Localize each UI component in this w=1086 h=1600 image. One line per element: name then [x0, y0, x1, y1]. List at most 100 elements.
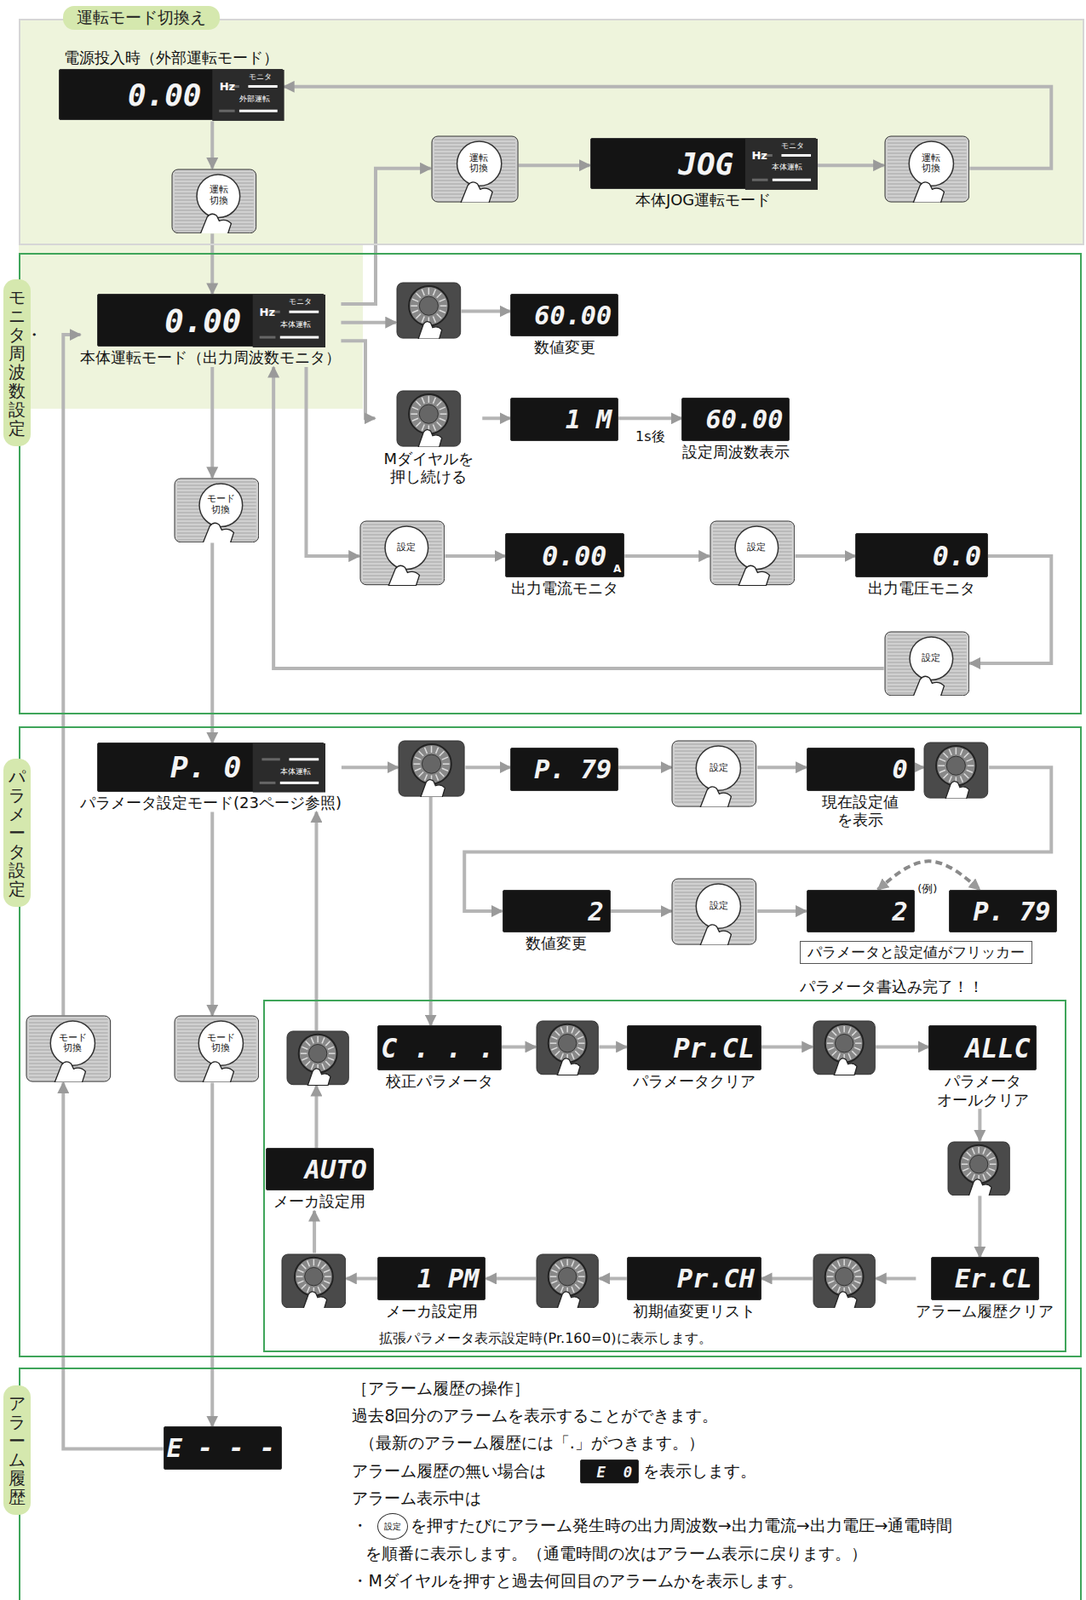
note-text: アラーム履歴の無い場合は [351, 1460, 546, 1483]
indicator-panel [252, 294, 327, 348]
caption: パラメータ設定モード(23ページ参照) [80, 793, 342, 813]
lcd-display: 0.00A出力電流モニタ [505, 533, 625, 579]
mode-section: パラメータ設定P. 0本体運転パラメータ設定モード(23ページ参照)P. 79設… [18, 726, 1083, 1358]
lcd-display: 0.00Hzモニタ本体運転本体運転モード（出力周波数モニタ） [97, 293, 325, 347]
indicator-label: 外部運転 [239, 93, 271, 105]
lcd-readout: 0.0 [932, 534, 982, 580]
key-button: 設定 [671, 740, 758, 808]
mode-section: アラーム履歴E - - -E 0設定 [18, 1367, 1083, 1600]
key-illustration [672, 879, 757, 946]
flow-arrow [624, 554, 709, 558]
key-button: 設定 [671, 878, 758, 946]
flow-arrow [875, 1045, 929, 1049]
key-label: 運転 切換 [467, 153, 490, 175]
indicator-label: モニタ [288, 296, 312, 308]
key-button: 運転 切換 [171, 168, 258, 235]
key-illustration [431, 136, 518, 203]
flow-arrow [210, 120, 214, 168]
lcd-display: P. 79 [948, 890, 1058, 933]
key-illustration [672, 741, 757, 808]
lcd-readout: 0.00 [541, 534, 607, 580]
dial-illustration [287, 1031, 349, 1086]
lcd-readout: ALLC [965, 1026, 1030, 1072]
note-text: ・Mダイヤルを押すと過去何回目のアラームかを表示します。 [351, 1570, 803, 1593]
flow-arrow [340, 340, 375, 419]
caption: メーカ設定用 [385, 1302, 478, 1322]
lcd-display: 電源投入時（外部運転モード）0.00Hzモニタ外部運転 [58, 68, 284, 121]
key-illustration [710, 521, 795, 587]
lcd-display: 0現在設定値 を表示 [806, 747, 915, 791]
flow-arrow [761, 1276, 813, 1281]
flow-arrow [210, 367, 214, 478]
key-button: モード 切換 [25, 1015, 112, 1083]
lcd-readout: Pr.CH [677, 1258, 755, 1301]
lcd-readout: 1 PM [417, 1258, 480, 1301]
lcd-readout: E 0 [597, 1460, 633, 1486]
key-button: 設定 [884, 631, 971, 697]
lcd-display: P. 79 [510, 747, 619, 791]
flow-arrow [341, 765, 398, 770]
m-dial [535, 1253, 599, 1310]
indicator-label: 本体運転 [771, 161, 803, 173]
flow-arrow [482, 416, 511, 420]
section-title: アラーム履歴 [3, 1385, 31, 1516]
caption: アラーム履歴クリア [915, 1302, 1054, 1322]
flow-arrow [757, 909, 807, 914]
m-dial [812, 1253, 876, 1310]
dial-illustration [813, 1254, 875, 1310]
note-text: を押すたびにアラーム発生時の出力周波数→出力電流→出力電圧→通電時間 [410, 1515, 954, 1538]
edge-label: 1s後 [633, 428, 667, 447]
lcd-readout: C . . . [380, 1026, 495, 1072]
flow-arrow [314, 1086, 318, 1149]
indicator-panel [212, 69, 285, 121]
key-illustration [172, 169, 257, 235]
note-text: を順番に表示します。（通電時間の次はアラーム表示に戻ります。） [365, 1543, 868, 1566]
flow-arrow [461, 309, 512, 313]
lcd-display: AUTOメーカ設定用 [265, 1148, 374, 1191]
key-button: モード 切換 [173, 1015, 260, 1083]
flow-arrow [273, 367, 885, 669]
lcd-display: JOGHzモニタ本体運転本体JOG運転モード [590, 137, 817, 190]
section-title: パラメータ設定 [3, 758, 31, 908]
lcd-display: E - - - [163, 1426, 282, 1470]
note-text: 過去8回分のアラームを表示することができます。 [351, 1405, 719, 1428]
flow-arrow [444, 554, 506, 558]
dial-illustration [924, 742, 989, 799]
dial-illustration [536, 1254, 598, 1310]
indicator-panel [252, 743, 327, 793]
flow-arrow [816, 163, 885, 167]
key-label: 設定 [709, 900, 729, 912]
lcd-readout: E - - - [166, 1427, 276, 1471]
lcd-readout: 0.00 [164, 294, 242, 348]
caption: Mダイヤルを 押し続ける [374, 449, 483, 487]
lcd-display: C . . .校正パラメータ [377, 1025, 501, 1071]
dial-illustration [398, 741, 465, 798]
mode-section: モニタ・周波数設定0.00Hzモニタ本体運転本体運転モード（出力周波数モニタ）6… [18, 252, 1083, 715]
caption: 本体運転モード（出力周波数モニタ） [80, 348, 341, 368]
caption: メーカ設定用 [273, 1192, 366, 1212]
lcd-display: 1 PMメーカ設定用 [377, 1257, 486, 1300]
lcd-display: Pr.CH初期値変更リスト [626, 1257, 762, 1300]
section-title: 運転モード切換え [63, 5, 220, 30]
lcd-display: ALLCパラメータ オールクリア [928, 1025, 1037, 1071]
flow-arrow [312, 1211, 317, 1254]
flow-arrow [914, 765, 925, 770]
note-text: を表示します。 [643, 1460, 757, 1483]
note-box: パラメータと設定値がフリッカー [799, 941, 1033, 965]
lcd-display: 0.0出力電圧モニタ [855, 533, 989, 579]
key-illustration [884, 632, 970, 697]
flow-arrow [465, 765, 511, 770]
lcd-readout: 2 [587, 890, 604, 934]
dial-illustration [281, 1254, 346, 1310]
m-dial [396, 281, 462, 340]
flow-arrow [598, 1045, 627, 1049]
flow-arrow [618, 416, 682, 420]
key-button: 設定 [709, 520, 796, 587]
flow-arrow [598, 1276, 627, 1281]
unit-label: Hz [751, 149, 767, 162]
dial-illustration [396, 282, 461, 340]
note-text: ・ [351, 1515, 368, 1538]
dial-illustration [948, 1142, 1010, 1197]
lcd-display: Pr.CLパラメータクリア [626, 1025, 762, 1071]
